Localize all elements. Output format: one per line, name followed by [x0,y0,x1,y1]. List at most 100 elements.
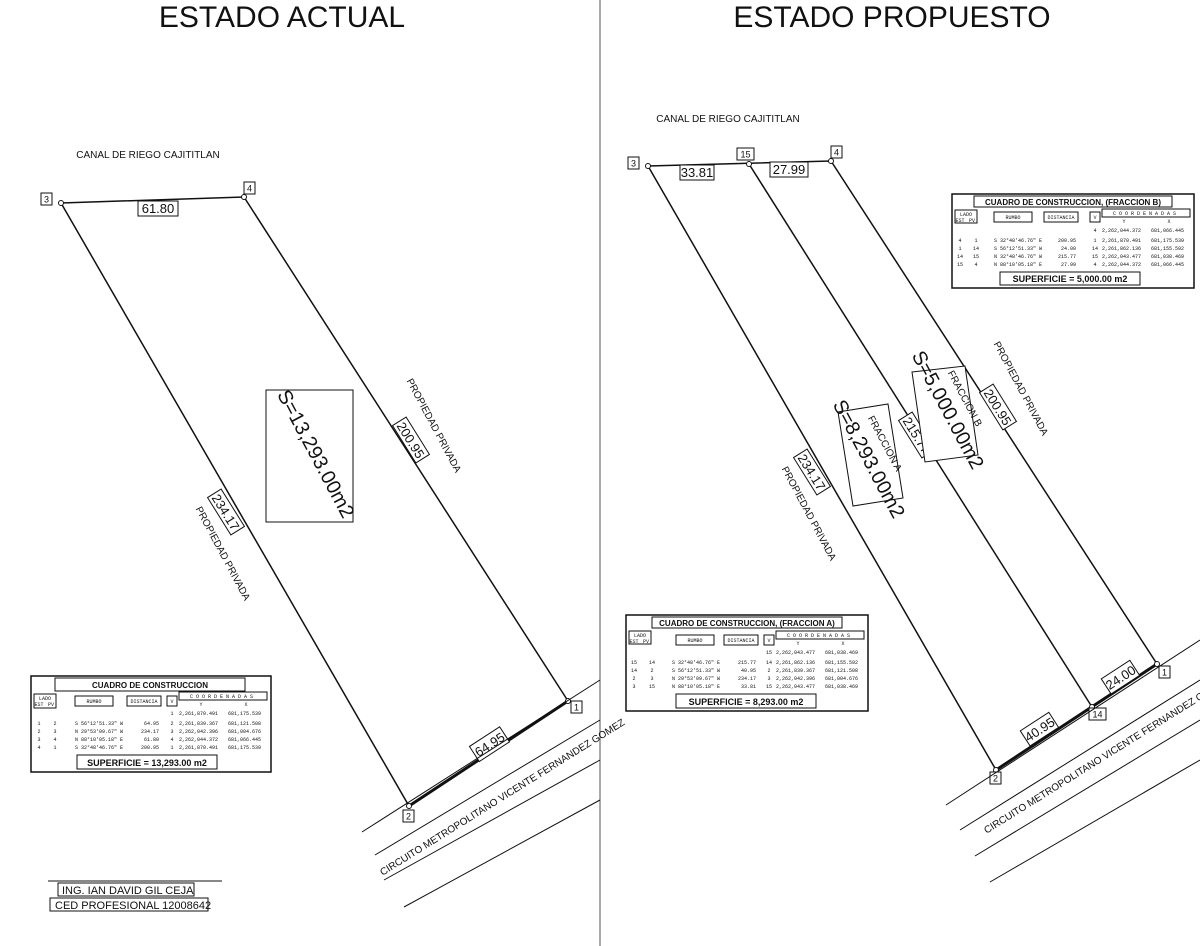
svg-text:27.99: 27.99 [773,162,806,177]
svg-text:27.99: 27.99 [1061,262,1076,268]
signature-ced: CED PROFESIONAL 12008642 [55,900,211,912]
svg-text:X: X [841,641,844,647]
svg-text:2,261,839.367: 2,261,839.367 [179,721,218,727]
svg-text:681,004.676: 681,004.676 [825,676,858,682]
left-title: ESTADO ACTUAL [159,1,405,34]
svg-text:64.95: 64.95 [144,721,159,727]
svg-text:681,066.445: 681,066.445 [1151,228,1184,234]
svg-text:S 32°48'46.76" E: S 32°48'46.76" E [75,745,123,751]
fraccion-a-table-row: 2 3 N 29°53'09.67" W 234.17 3 2,262,042.… [632,676,858,682]
svg-text:3: 3 [631,159,636,169]
svg-text:2: 2 [650,668,653,674]
svg-text:LADO: LADO [960,212,972,218]
svg-text:1: 1 [37,721,40,727]
svg-text:681,066.445: 681,066.445 [228,737,261,743]
svg-text:3: 3 [53,729,56,735]
svg-text:200.95: 200.95 [1058,238,1076,244]
svg-text:3: 3 [767,676,770,682]
svg-text:RUMBO: RUMBO [86,699,101,705]
svg-text:RUMBO: RUMBO [1005,215,1020,221]
left-construction-table: CUADRO DE CONSTRUCCION LADO EST PV RUMBO… [30,675,272,773]
left-dist-bottom: 64.95 [468,726,511,763]
svg-text:681,066.445: 681,066.445 [1151,262,1184,268]
svg-text:2,261,870.491: 2,261,870.491 [1102,238,1141,244]
svg-text:S 56°12'51.33" W: S 56°12'51.33" W [75,721,123,727]
svg-text:14: 14 [631,668,637,674]
svg-text:2,261,862.136: 2,261,862.136 [776,660,815,666]
svg-text:234.17: 234.17 [141,729,159,735]
right-vertex-15: 15 [736,147,755,161]
svg-text:681,175.539: 681,175.539 [228,745,261,751]
svg-text:2,261,870.491: 2,261,870.491 [179,711,218,717]
left-table-row: 1 2 S 56°12'51.33" W 64.95 2 2,261,839.3… [37,721,261,727]
left-road [361,679,601,908]
svg-text:681,004.676: 681,004.676 [228,729,261,735]
fraccion-a-table-superficie: SUPERFICIE = 8,293.00 m2 [689,697,804,707]
svg-text:4: 4 [1093,228,1096,234]
left-vertex-2: 2 [402,809,415,823]
svg-text:S 56°12'51.33" W: S 56°12'51.33" W [672,668,720,674]
fraccion-b-table-superficie: SUPERFICIE = 5,000.00 m2 [1013,274,1128,284]
svg-text:N 32°48'46.76" W: N 32°48'46.76" W [994,254,1042,260]
svg-text:1: 1 [974,238,977,244]
right-dist-right: 200.95 [978,383,1018,431]
left-dist-right: 200.95 [391,416,431,464]
svg-text:33.81: 33.81 [741,684,756,690]
right-canal-label: CANAL DE RIEGO CAJITITLAN [656,114,800,125]
svg-text:4: 4 [958,238,961,244]
svg-text:681,038.469: 681,038.469 [825,684,858,690]
right-vertex-4: 4 [830,145,843,159]
svg-text:EST: EST [34,702,43,708]
svg-text:S 32°48'46.76" E: S 32°48'46.76" E [994,238,1042,244]
svg-text:14: 14 [957,254,963,260]
signature-name: ING. IAN DAVID GIL CEJA [62,885,194,897]
svg-text:PV: PV [969,218,975,224]
svg-text:1: 1 [170,745,173,751]
svg-text:DISTANCIA: DISTANCIA [727,638,754,644]
svg-text:3: 3 [650,676,653,682]
svg-text:2,262,042.396: 2,262,042.396 [179,729,218,735]
svg-text:681,155.592: 681,155.592 [1151,246,1184,252]
fraccion-b-table-row: 15 4 N 88°10'05.18" E 27.99 4 2,262,044.… [957,262,1184,268]
svg-text:3: 3 [170,729,173,735]
svg-text:2: 2 [993,774,998,784]
svg-text:15: 15 [766,684,772,690]
right-vertex-14: 14 [1088,707,1107,721]
svg-text:61.80: 61.80 [144,737,159,743]
right-panel: ESTADO PROPUESTO CANAL DE RIEGO CAJITITL… [625,1,1200,883]
svg-text:2,262,044.372: 2,262,044.372 [179,737,218,743]
svg-text:2: 2 [406,812,411,822]
svg-text:15: 15 [957,262,963,268]
svg-text:2,261,870.491: 2,261,870.491 [179,745,218,751]
svg-text:DISTANCIA: DISTANCIA [130,699,157,705]
svg-text:4: 4 [974,262,977,268]
left-dist-top: 61.80 [137,200,179,217]
svg-text:COORDENADAS: COORDENADAS [787,633,853,639]
svg-text:15: 15 [766,650,772,656]
svg-text:EST: EST [955,218,964,224]
svg-text:V: V [170,699,173,705]
svg-text:N 88°10'05.18" E: N 88°10'05.18" E [994,262,1042,268]
svg-text:S 32°48'46.76" E: S 32°48'46.76" E [672,660,720,666]
svg-text:N 88°10'05.18" E: N 88°10'05.18" E [75,737,123,743]
svg-text:1: 1 [1162,668,1167,678]
svg-text:234.17: 234.17 [738,676,756,682]
svg-text:15: 15 [631,660,637,666]
svg-text:215.77: 215.77 [738,660,756,666]
svg-text:14: 14 [766,660,772,666]
svg-text:X: X [1167,219,1170,225]
left-table-row: 4 1 S 32°48'46.76" E 200.95 1 2,261,870.… [37,745,261,751]
right-vertex-marker-4 [828,158,834,164]
right-area-box-b [911,365,979,463]
svg-text:Y: Y [796,641,799,647]
left-panel: ESTADO ACTUAL CANAL DE RIEGO CAJITITLAN … [30,1,627,912]
svg-text:COORDENADAS: COORDENADAS [190,694,256,700]
svg-text:681,038.469: 681,038.469 [1151,254,1184,260]
svg-text:Y: Y [199,702,202,708]
signature-block: ING. IAN DAVID GIL CEJA CED PROFESIONAL … [48,880,222,912]
svg-text:14: 14 [1092,246,1098,252]
left-vertex-3: 3 [40,192,53,206]
right-vertex-1: 1 [1158,665,1171,679]
right-vertex-marker-15 [746,161,752,167]
